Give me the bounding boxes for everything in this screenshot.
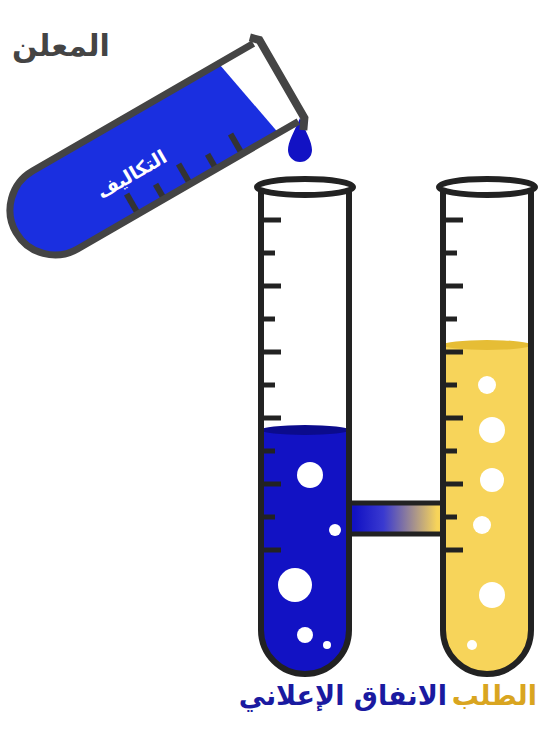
node-label: الانفاق الإعلاني: [239, 680, 447, 711]
node-label: المعلن: [12, 28, 110, 63]
node-label: الطلب: [452, 680, 537, 711]
connecting-tube: [349, 518, 443, 519]
test-tube: [437, 175, 537, 680]
test-tube: [255, 175, 355, 680]
test-tube-node: الانفاق الإعلاني: [255, 175, 355, 680]
test-tube-node: الطلب: [437, 175, 537, 680]
